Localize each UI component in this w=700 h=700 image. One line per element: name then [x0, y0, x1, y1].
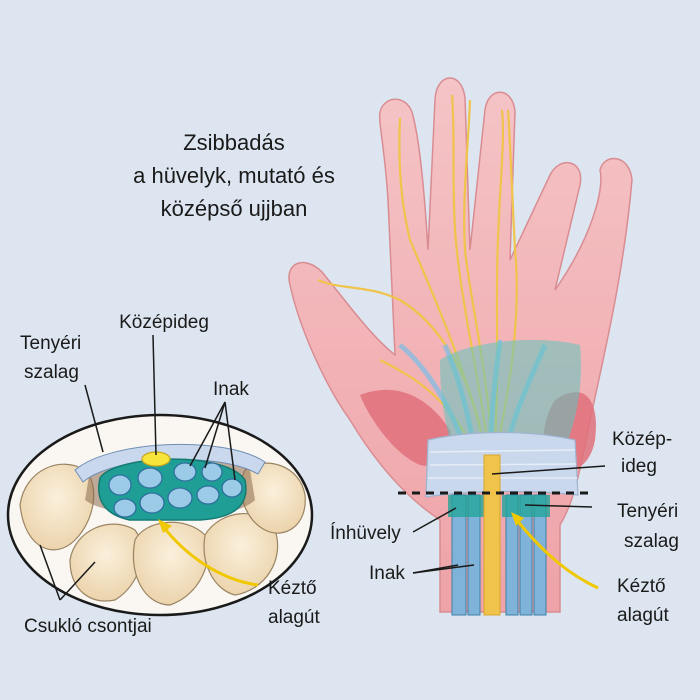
- title-block: Zsibbadás a hüvelyk, mutató és középső u…: [133, 130, 335, 221]
- label-median-nerve-section: Középideg: [119, 312, 209, 333]
- tunnel-arrows: [160, 517, 599, 590]
- title-line3: középső ujjban: [161, 196, 308, 221]
- title-line1: Zsibbadás: [183, 130, 285, 155]
- label-tunnel-hand-2: alagút: [617, 605, 669, 626]
- label-ligament-section-1: Tenyéri: [20, 333, 81, 354]
- section-tunnel-arrow: [160, 524, 259, 587]
- label-sheath: Ínhüvely: [330, 523, 401, 544]
- ligament-fibers: [428, 449, 577, 479]
- label-ligament-hand-1: Tenyéri: [617, 501, 678, 522]
- label-median-nerve-hand-1: Közép-: [612, 429, 672, 450]
- hand-tunnel-arrow: [513, 517, 599, 590]
- label-tunnel-section-2: alagút: [268, 607, 320, 628]
- label-tunnel-section-1: Kéztő: [268, 578, 317, 599]
- label-tunnel-hand-1: Kéztő: [617, 576, 666, 597]
- hand-illustration: [288, 77, 633, 616]
- wrist-tendons: [448, 494, 550, 616]
- label-ligament-section-2: szalag: [24, 362, 79, 383]
- label-ligament-hand-2: szalag: [624, 531, 679, 552]
- label-tendons-hand: Inak: [369, 563, 405, 584]
- section-arrow-head: [158, 519, 172, 533]
- section-tendons: [108, 462, 243, 518]
- label-median-nerve-hand-2: ideg: [621, 456, 657, 477]
- label-tendons-section: Inak: [213, 379, 249, 400]
- label-bones: Csukló csontjai: [24, 616, 152, 637]
- leader-lines: [39, 334, 606, 601]
- wrist-median-nerve: [483, 454, 501, 616]
- hand-arrow-head: [511, 512, 524, 526]
- title-line2: a hüvelyk, mutató és: [133, 163, 335, 188]
- wrist-cross-section: [6, 413, 314, 617]
